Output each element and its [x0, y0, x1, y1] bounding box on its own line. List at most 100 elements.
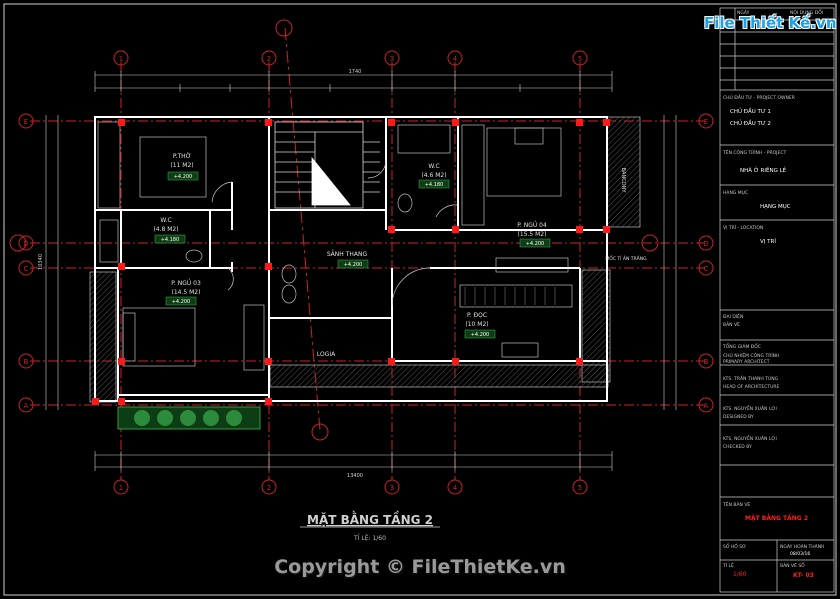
tb-design-label: KTS. NGUYỄN XUÂN LỢI: [723, 404, 777, 412]
axis-label-C: C: [24, 265, 29, 273]
drawing-title: MẶT BẰNG TẦNG 2: [307, 510, 433, 527]
tb-scale-label: TỈ LỆ: [722, 561, 734, 569]
tb-location: VỊ TRÍ: [760, 238, 776, 245]
tb-design-role: DESIGNED BY: [723, 414, 754, 420]
room-wc1-name: W.C: [160, 217, 171, 224]
dim-top-total: 1740: [349, 69, 362, 75]
level-tags: [154, 171, 551, 339]
walls: [94, 116, 608, 402]
level-wc2: +4.180: [425, 182, 444, 188]
bed-03-pillow: [122, 312, 136, 362]
dim-left-total: 10340: [38, 254, 44, 270]
tb-location-label: VỊ TRÍ - LOCATION: [723, 224, 763, 231]
tb-arch-label: KTS. TRẦN THANH TÙNG: [723, 374, 779, 382]
title-block-texts: NGÀY NỘI DUNG ĐỔI CHỦ ĐẦU TƯ - PROJECT O…: [722, 8, 824, 579]
tb-sheet-code: KT- 03: [793, 572, 814, 579]
axis-label-C-right: C: [704, 265, 709, 273]
axis-label-B-right: B: [704, 358, 709, 366]
axis-label-E-right: E: [704, 118, 708, 126]
bed-03: [122, 307, 196, 367]
reading-desk: [501, 342, 539, 358]
room-tho-name: P.THỜ: [173, 153, 191, 160]
tb-category: HẠNG MỤC: [760, 204, 791, 210]
dim-bottom-total: 13400: [347, 473, 363, 479]
section-line: [284, 27, 321, 431]
bathtub-1: [99, 219, 119, 263]
columns: [92, 119, 610, 405]
room-tho-area: (11 M2): [170, 162, 193, 169]
bathtub-2: [397, 124, 451, 154]
chair-2: [281, 284, 297, 304]
bed-04-pillow: [514, 127, 544, 145]
axis-bubble-labels: 1 2 3 4 5 1 2 3 4 5 E D C B A E D C B A: [23, 55, 708, 492]
tb-sheet-no-label: SỐ HỒ SƠ: [723, 541, 746, 550]
altar-table: [139, 136, 207, 198]
room-labels: P.THỜ (11 M2) W.C (4.8 M2) W.C (4.6 M2) …: [153, 153, 647, 358]
toilet-2: [397, 193, 413, 213]
sofa-03: [243, 304, 265, 371]
sofa-04: [495, 257, 569, 273]
tb-project-label: TÊN CÔNG TRÌNH - PROJECT: [722, 148, 786, 156]
axis-label-3-bottom: 3: [390, 484, 394, 492]
tb-row1b: NỘI DUNG ĐỔI: [790, 8, 823, 16]
room-ngu03-area: (14.5 M2): [172, 289, 201, 296]
level-doc: +4.200: [471, 332, 490, 338]
level-sanh: +4.200: [344, 262, 363, 268]
tb-owner-label: CHỦ ĐẦU TƯ - PROJECT OWNER: [723, 93, 795, 101]
moc-label: MỐC TỈ ẢN TRẦNG: [605, 254, 647, 262]
tb-project: NHÀ Ở RIÊNG LẺ: [740, 166, 787, 174]
axis-label-4: 4: [453, 55, 458, 63]
tb-chief-name: PRIMARY ARCHITECT: [723, 359, 770, 365]
sheet-border: [3, 3, 837, 596]
tb-owner-1: CHỦ ĐẦU TƯ 1: [730, 107, 771, 115]
axis-label-D-right: D: [703, 240, 708, 248]
furniture: [97, 121, 573, 371]
bed-04: [486, 127, 562, 197]
level-wc1: +4.180: [161, 237, 180, 243]
toilet-1: [185, 249, 203, 263]
level-ngu03: +4.200: [172, 299, 191, 305]
room-ngu03-name: P. NGỦ 03: [171, 279, 201, 287]
tb-date-label: NGÀY HOÀN THÀNH: [780, 543, 824, 550]
room-wc2-area: (4.6 M2): [421, 172, 446, 179]
left-balcony-hatch: [89, 271, 117, 403]
tb-row1a: NGÀY: [737, 9, 750, 16]
level-tho: +4.200: [174, 174, 193, 180]
axis-label-4-bottom: 4: [453, 484, 458, 492]
tb-checker-role: CHECKED BY: [723, 444, 752, 450]
bancony-hatch: [606, 116, 641, 228]
copyright-watermark: Copyright © FileThietKe.vn: [274, 556, 566, 578]
bookshelf: [459, 284, 573, 308]
room-doc-area: (10 M2): [465, 321, 488, 328]
tb-owner-2: CHỦ ĐẦU TƯ 2: [730, 119, 771, 127]
level-ngu04: +4.200: [526, 241, 545, 247]
axis-label-2: 2: [267, 55, 271, 63]
room-sanh-name: SẢNH THANG: [327, 250, 368, 258]
axis-label-5: 5: [578, 55, 582, 63]
tb-sheet-name: MẶT BẰNG TẦNG 2: [745, 513, 808, 522]
tb-license: BẢN VẼ: [723, 320, 740, 328]
axis-label-1: 1: [119, 55, 123, 63]
wardrobe-04: [461, 124, 485, 226]
axis-label-2-bottom: 2: [267, 484, 271, 492]
logia-hatch: [269, 364, 609, 388]
dimension-lines: [45, 74, 677, 468]
tb-arch-role: HEAD OF ARCHITECTURE: [723, 384, 779, 390]
axis-bubbles: [9, 19, 714, 495]
staircase: [274, 121, 380, 209]
tb-chief-label: CHỦ NHIỆM CÔNG TRÌNH: [723, 351, 779, 359]
room-balcony-name: BANCONY: [620, 168, 626, 194]
tb-sheet-name-label: TÊN BẢN VẼ: [722, 500, 750, 508]
tb-date: 08/03/16: [790, 551, 810, 557]
level-values: +4.200 +4.180 +4.180 +4.200 +4.200 +4.20…: [161, 174, 545, 338]
brand-logo[interactable]: File Thiết Kế.vn: [698, 12, 837, 38]
axis-label-1-bottom: 1: [119, 484, 123, 492]
chair-1: [281, 264, 297, 284]
dimension-ticks: [94, 71, 613, 471]
title-block-frame: [719, 7, 835, 593]
axis-label-A-right: A: [704, 402, 709, 410]
tb-director-label: TỔNG GIÁM ĐỐC: [722, 342, 761, 350]
tb-scale: 1/60: [733, 571, 747, 578]
